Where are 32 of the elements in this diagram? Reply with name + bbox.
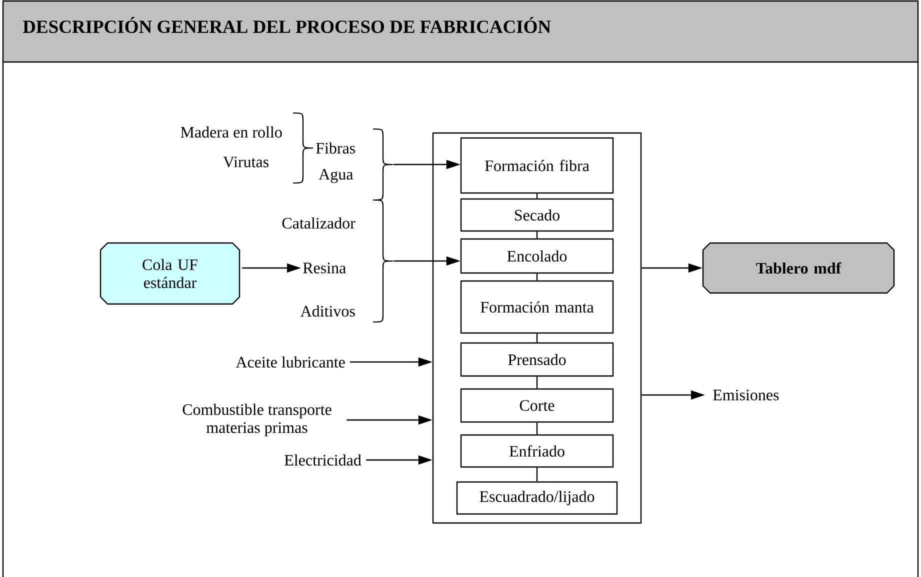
process-box: Secado [460, 198, 614, 232]
connector-line [536, 232, 538, 238]
input-label: Fibras [316, 142, 356, 154]
connector-line [536, 376, 538, 388]
input-label: Virutas [223, 156, 268, 168]
input-label: Agua [318, 169, 354, 183]
input-label: Madera en rollo [180, 126, 282, 138]
process-box: Formación manta [460, 280, 614, 334]
connector-line [536, 422, 538, 434]
input-label: Resina [303, 262, 346, 274]
connector-line [536, 274, 538, 280]
input-label: Aditivos [300, 305, 355, 317]
input-box: Cola UF estándar [100, 242, 240, 305]
process-box: Corte [460, 388, 614, 423]
product-box: Tablero mdf [702, 242, 895, 294]
input-label: Aceite lubricante [236, 356, 345, 368]
brace [372, 199, 394, 323]
input-label: Catalizador [282, 217, 356, 229]
process-frame [432, 132, 642, 524]
connector-line [536, 468, 538, 482]
process-box: Enfriado [460, 434, 614, 468]
process-box: Escuadrado/lijado [456, 481, 618, 515]
connector-line [536, 194, 538, 198]
title-band: DESCRIPCIÓN GENERAL DEL PROCESO DE FABRICACIÓN [2, 0, 919, 63]
output-label: Emisiones [713, 390, 779, 400]
connector-line [536, 334, 538, 342]
process-box: Encolado [460, 238, 614, 274]
process-box: Formación fibra [460, 137, 614, 194]
input-label: Electricidad [284, 454, 362, 466]
process-box: Prensado [460, 342, 614, 377]
input-label: Combustible transporte materias primas [182, 404, 332, 436]
brace [372, 128, 394, 201]
